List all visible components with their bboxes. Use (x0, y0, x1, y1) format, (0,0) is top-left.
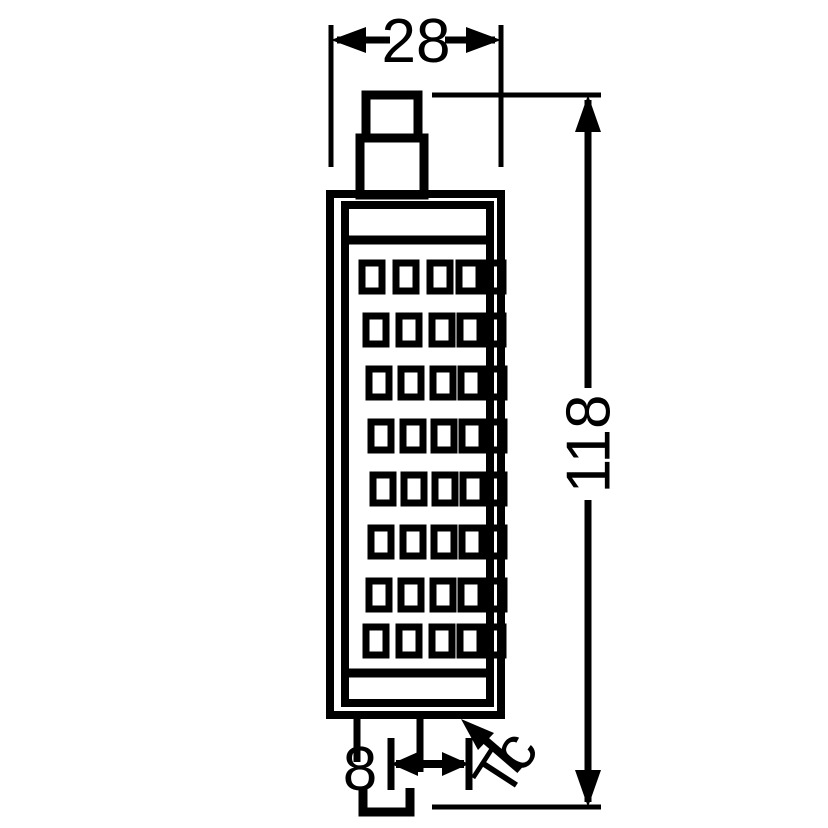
led-emitter (429, 365, 457, 401)
length-dimension-group: 118 (555, 95, 624, 807)
tc-leader-arrowhead (461, 719, 494, 750)
length-arrowhead-bottom (575, 770, 601, 807)
led-emitter (395, 312, 423, 348)
led-emitter (480, 418, 508, 454)
led-emitter (399, 524, 427, 560)
led-emitter (369, 471, 397, 507)
led-emitter (397, 365, 425, 401)
lamp-inner-body (341, 201, 494, 707)
led-emitter (430, 418, 458, 454)
led-emitter (431, 471, 459, 507)
width-arrowhead-left (331, 27, 366, 53)
led-emitter (399, 418, 427, 454)
led-emitter (479, 259, 507, 295)
led-emitter (426, 259, 454, 295)
led-emitter (358, 259, 386, 295)
led-emitter (397, 577, 425, 613)
led-emitter (365, 577, 393, 613)
length-arrowhead-top (575, 95, 601, 132)
length-dimension-label: 118 (555, 395, 624, 494)
led-emitter (428, 623, 456, 659)
led-emitter (480, 471, 508, 507)
depth-arrowhead-left (391, 752, 418, 776)
depth-dimension-group: 8 (343, 716, 473, 817)
led-emitter (392, 259, 420, 295)
depth-dimension-label: 8 (343, 735, 377, 804)
depth-arrowhead-right (442, 752, 469, 776)
led-emitter (362, 312, 390, 348)
width-dimension-label: 28 (382, 7, 451, 76)
led-emitter-grid (358, 259, 508, 659)
led-emitter (455, 259, 483, 295)
led-emitter (480, 365, 508, 401)
led-emitter (362, 623, 390, 659)
led-emitter (430, 524, 458, 560)
led-emitter (480, 524, 508, 560)
led-emitter (479, 312, 507, 348)
led-emitter (429, 577, 457, 613)
led-emitter (400, 471, 428, 507)
led-emitter (367, 418, 395, 454)
led-emitter (365, 365, 393, 401)
led-emitter (367, 524, 395, 560)
width-arrowhead-right (466, 27, 501, 53)
lamp-outer-frame (326, 190, 505, 719)
led-emitter (480, 577, 508, 613)
led-emitter (479, 623, 507, 659)
led-emitter (395, 623, 423, 659)
led-emitter (428, 312, 456, 348)
depth-leader-bracket (358, 788, 415, 817)
